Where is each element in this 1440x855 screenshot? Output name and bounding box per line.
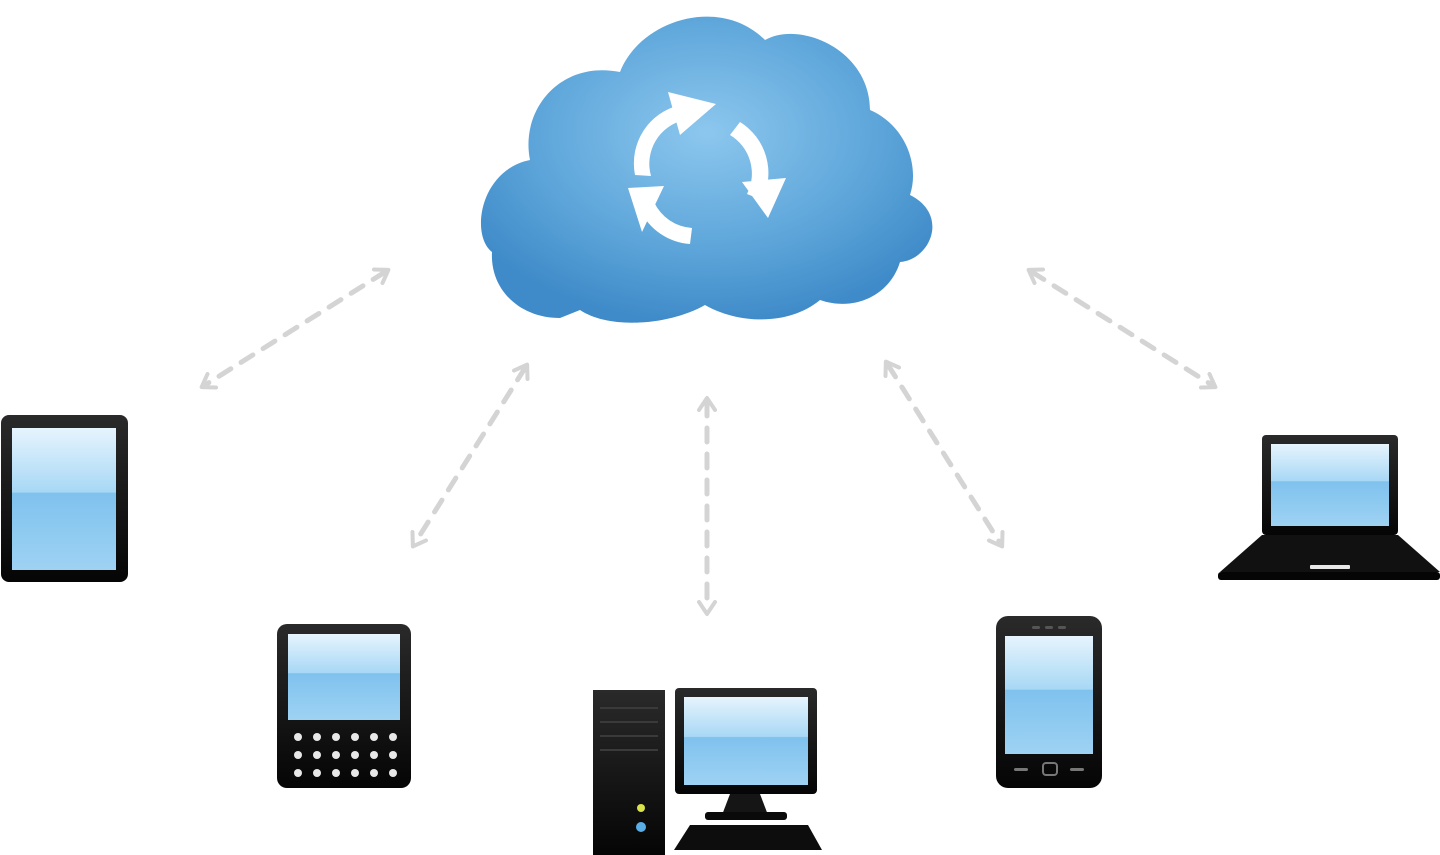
desktop-computer-icon <box>593 688 822 855</box>
laptop-icon <box>1218 435 1440 580</box>
connector-smartphone <box>883 359 1005 549</box>
smartphone-icon <box>996 616 1102 788</box>
connector-laptop <box>1026 267 1218 390</box>
sync-arrows-icon <box>628 92 786 244</box>
tablet-icon <box>1 415 128 582</box>
connector-tablet <box>199 267 391 390</box>
connector-keypad-phone <box>410 362 530 549</box>
keypad-phone-icon <box>277 624 411 788</box>
connectors <box>199 267 1218 616</box>
cloud-sync-icon <box>480 16 933 323</box>
